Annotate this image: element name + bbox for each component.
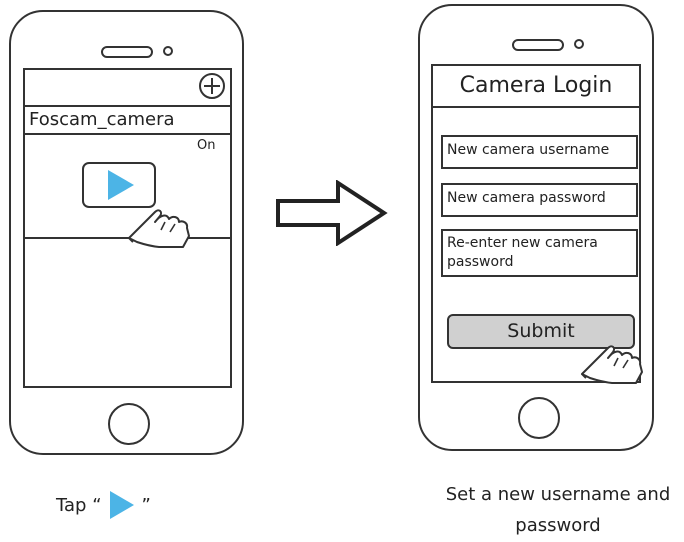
add-camera-button[interactable] — [199, 73, 225, 99]
right-home-button — [518, 397, 560, 439]
play-button[interactable] — [82, 162, 156, 208]
front-camera-dot — [163, 46, 173, 56]
password-field[interactable]: New camera password — [441, 183, 638, 217]
left-home-button — [108, 403, 150, 445]
login-header: Camera Login — [433, 66, 639, 108]
submit-button[interactable]: Submit — [447, 314, 635, 349]
camera-status: On — [197, 138, 216, 153]
front-camera-dot — [574, 39, 584, 49]
left-phone: Foscam_camera On — [9, 10, 244, 455]
right-caption: Set a new username and password — [445, 484, 671, 536]
camera-tile[interactable]: On — [25, 133, 230, 239]
left-screen: Foscam_camera On — [23, 68, 232, 388]
play-icon — [109, 491, 134, 519]
caption-suffix: ” — [141, 494, 151, 516]
login-title: Camera Login — [459, 73, 613, 98]
speaker-slot — [101, 46, 153, 58]
username-field[interactable]: New camera username — [441, 135, 638, 169]
plus-icon — [204, 78, 220, 94]
left-caption: Tap “ ” — [56, 490, 151, 520]
hand-pointer-icon — [581, 345, 643, 384]
confirm-password-field[interactable]: Re-enter new camera password — [441, 229, 638, 277]
right-arrow-icon — [276, 180, 388, 246]
caption-prefix: Tap “ — [56, 494, 102, 516]
hand-pointer-icon — [128, 209, 190, 248]
camera-name: Foscam_camera — [29, 109, 175, 130]
speaker-slot — [512, 39, 564, 51]
right-phone: Camera Login New camera username New cam… — [418, 4, 654, 451]
top-bar — [25, 70, 230, 107]
right-screen: Camera Login New camera username New cam… — [431, 64, 641, 383]
play-icon — [108, 170, 134, 200]
